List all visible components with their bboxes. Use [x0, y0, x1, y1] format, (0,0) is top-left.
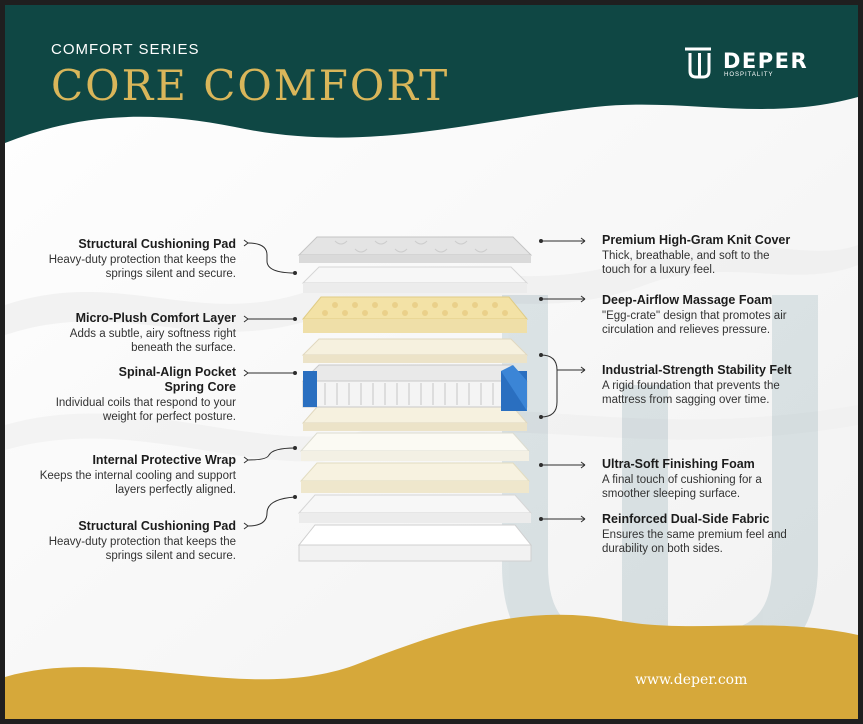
- label-title: Reinforced Dual-Side Fabric: [602, 512, 770, 526]
- label-desc: "Egg-crate" design that promotes air cir…: [602, 310, 787, 336]
- label-right-5: Reinforced Dual-Side Fabric Ensures the …: [602, 512, 802, 556]
- label-desc: Thick, breathable, and soft to the touch…: [602, 250, 770, 276]
- footer-url[interactable]: www.deper.com: [635, 672, 748, 688]
- label-title: Structural Cushioning Pad: [78, 237, 236, 251]
- label-right-1: Premium High-Gram Knit Cover Thick, brea…: [602, 233, 802, 277]
- label-desc: Heavy-duty protection that keeps the spr…: [48, 536, 236, 562]
- layer-cushioning-pad: [301, 266, 529, 293]
- layer-massage-foam: [301, 296, 529, 333]
- deper-logo-icon: [685, 47, 711, 79]
- label-title: Premium High-Gram Knit Cover: [602, 233, 791, 247]
- label-desc: Ensures the same premium feel and durabi…: [602, 529, 787, 555]
- label-desc: Individual coils that respond to your we…: [55, 397, 236, 423]
- label-title: Ultra-Soft Finishing Foam: [602, 457, 755, 471]
- page-title: CORE COMFORT: [51, 61, 450, 110]
- layer-bottom-fabric: [297, 524, 533, 562]
- label-left-1: Structural Cushioning Pad Heavy-duty pro…: [36, 237, 236, 281]
- series-label: COMFORT SERIES: [51, 41, 200, 58]
- infographic-frame: COMFORT SERIES CORE COMFORT DEPER HOSPIT…: [5, 5, 858, 719]
- label-desc: Keeps the internal cooling and support l…: [39, 470, 236, 496]
- layer-spring-core: [301, 364, 529, 411]
- mattress-layers-illustration: [297, 236, 533, 562]
- label-right-2: Deep-Airflow Massage Foam "Egg-crate" de…: [602, 293, 802, 337]
- label-desc: A final touch of cushioning for a smooth…: [602, 474, 762, 500]
- label-title: Structural Cushioning Pad: [78, 519, 236, 533]
- label-right-3: Industrial-Strength Stability Felt A rig…: [602, 363, 842, 407]
- connector-lines: [243, 237, 586, 530]
- layer-protective-wrap: [299, 432, 531, 461]
- layer-knit-cover: [297, 236, 533, 263]
- brand-name: DEPER: [723, 49, 809, 73]
- label-left-2: Micro-Plush Comfort Layer Adds a subtle,…: [36, 311, 236, 355]
- layer-bottom-pad: [297, 494, 533, 523]
- label-desc: Adds a subtle, airy softness right benea…: [69, 328, 236, 354]
- label-right-4: Ultra-Soft Finishing Foam A final touch …: [602, 457, 802, 501]
- label-desc: Heavy-duty protection that keeps the spr…: [48, 254, 236, 280]
- label-title: Deep-Airflow Massage Foam: [602, 293, 773, 307]
- background-art: [5, 5, 858, 719]
- label-title: Internal Protective Wrap: [92, 453, 236, 467]
- label-left-3: Spinal-Align Pocket Spring Core Individu…: [36, 365, 236, 424]
- brand-subtitle: HOSPITALITY: [724, 72, 774, 78]
- layer-finishing-foam: [299, 462, 531, 493]
- label-left-5: Structural Cushioning Pad Heavy-duty pro…: [36, 519, 236, 563]
- label-left-4: Internal Protective Wrap Keeps the inter…: [36, 453, 236, 497]
- label-title: Spinal-Align Pocket Spring Core: [118, 365, 236, 394]
- label-title: Micro-Plush Comfort Layer: [75, 311, 236, 325]
- label-desc: A rigid foundation that prevents the mat…: [602, 380, 780, 406]
- label-title: Industrial-Strength Stability Felt: [602, 363, 792, 377]
- layer-stability-felt-upper: [301, 338, 529, 363]
